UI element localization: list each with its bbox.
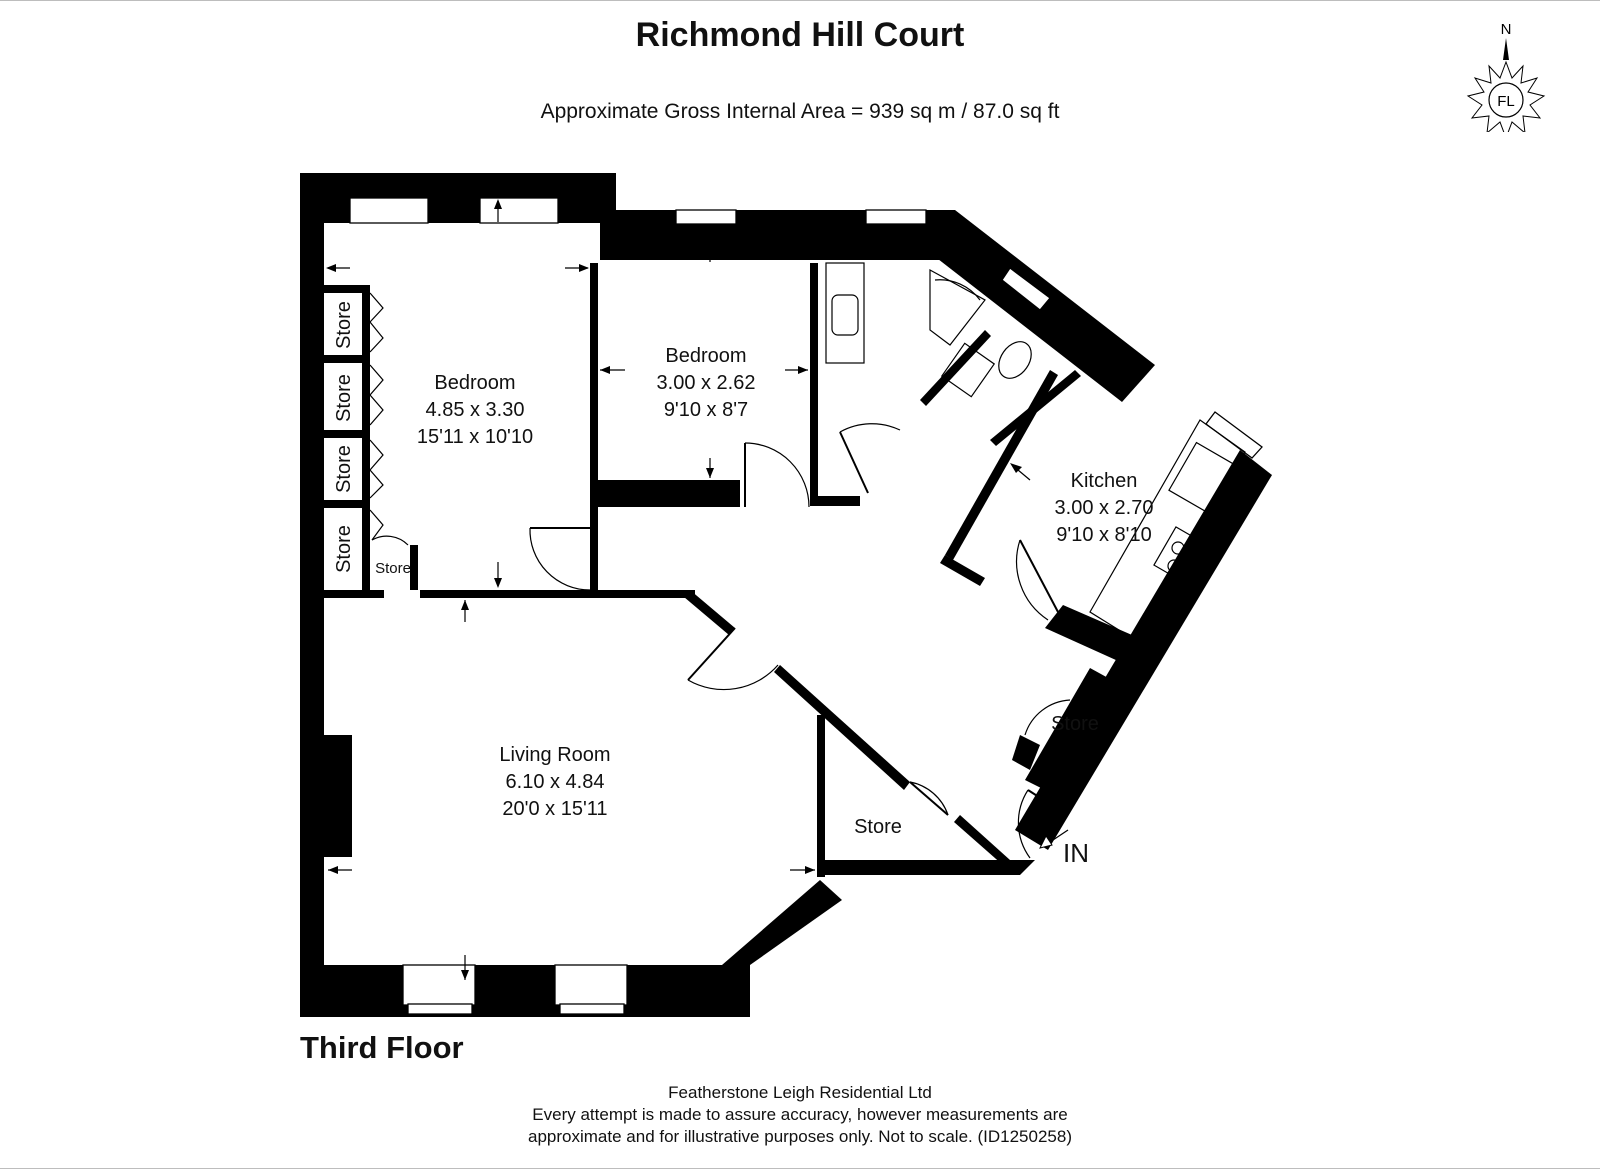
- store-label: Store: [333, 525, 355, 573]
- kitchen-imperial: 9'10 x 8'10: [1056, 524, 1152, 546]
- compass-star: FL: [1466, 60, 1546, 132]
- gross-area-text: Approximate Gross Internal Area = 939 sq…: [540, 100, 1060, 123]
- store-label: Store: [333, 374, 355, 422]
- store-label: Store: [375, 560, 411, 577]
- compass-logo: FL: [1497, 93, 1515, 110]
- dimension-arrows: [326, 199, 1198, 980]
- living-room-imperial: 20'0 x 15'11: [502, 798, 607, 820]
- footer-company: Featherstone Leigh Residential Ltd: [668, 1083, 932, 1102]
- bottom-border: [0, 1168, 1600, 1169]
- footer-disclaimer: Featherstone Leigh Residential Ltd Every…: [0, 1082, 1600, 1148]
- bedroom2-imperial: 9'10 x 8'7: [664, 399, 748, 421]
- bedroom1-metric: 4.85 x 3.30: [426, 399, 525, 421]
- walls: [300, 173, 1272, 1017]
- living-room-name: Living Room: [499, 744, 610, 766]
- windows: [349, 197, 1263, 1015]
- compass-north-label: N: [1501, 21, 1512, 38]
- bedroom1-imperial: 15'11 x 10'10: [417, 426, 533, 448]
- bedroom2-metric: 3.00 x 2.62: [657, 372, 756, 394]
- footer-line-2: approximate and for illustrative purpose…: [528, 1127, 1072, 1146]
- store-label: Store: [333, 445, 355, 493]
- north-compass-icon: N FL: [1466, 21, 1546, 132]
- top-border: [0, 0, 1600, 1]
- entrance-label: IN: [1063, 838, 1089, 868]
- bathroom-fixtures: [825, 262, 1032, 398]
- kitchen-metric: 3.00 x 2.70: [1055, 497, 1154, 519]
- bedroom1-name: Bedroom: [434, 372, 515, 394]
- kitchen-name: Kitchen: [1071, 470, 1138, 492]
- floor-label: Third Floor: [300, 1030, 464, 1065]
- kitchen-fixtures: [1089, 419, 1246, 641]
- store-label: Store: [854, 816, 902, 838]
- doors: [369, 292, 1071, 859]
- footer-line-1: Every attempt is made to assure accuracy…: [532, 1105, 1068, 1124]
- store-label: Store: [333, 301, 355, 349]
- store-label: Store: [1051, 713, 1099, 735]
- property-title: Richmond Hill Court: [635, 16, 965, 54]
- bedroom2-name: Bedroom: [665, 345, 746, 367]
- living-room-metric: 6.10 x 4.84: [506, 771, 605, 793]
- room-labels: Bedroom 4.85 x 3.30 15'11 x 10'10 Bedroo…: [333, 301, 1153, 868]
